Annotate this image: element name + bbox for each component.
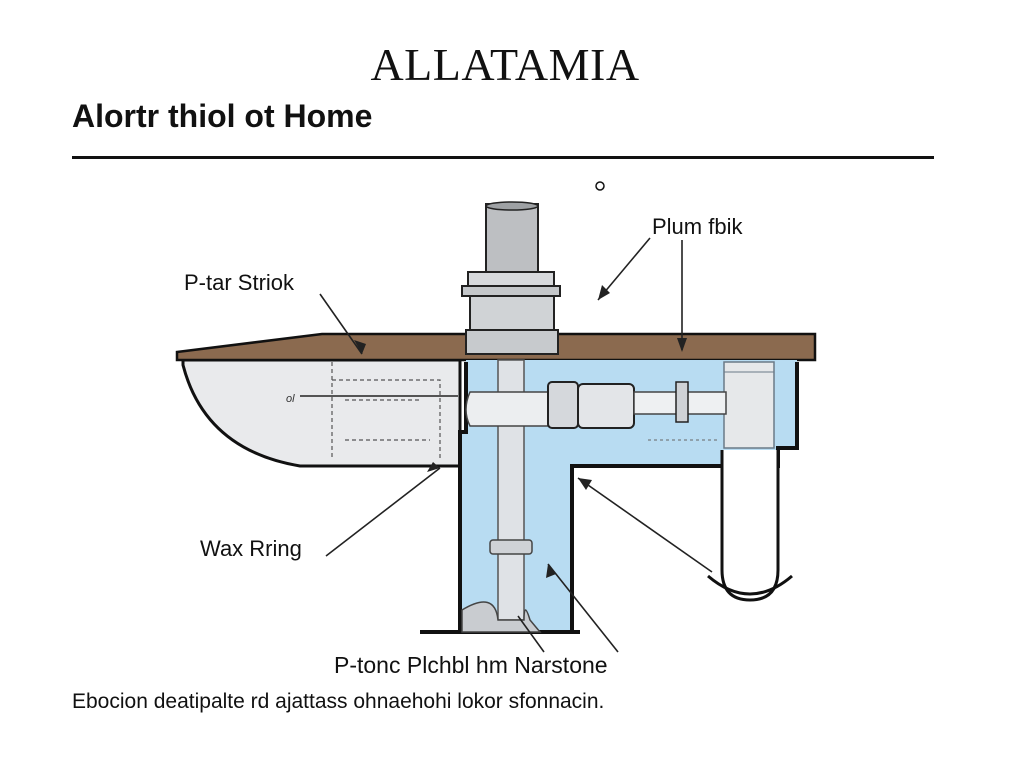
horizontal-drain-pipe [465, 391, 549, 427]
right-vertical-pipe [723, 361, 775, 449]
pipe-coupler [577, 383, 635, 429]
vent-base [465, 329, 559, 355]
label-small-mark: ol [286, 393, 295, 405]
slip-nut [547, 381, 579, 429]
water-cavity [462, 360, 797, 632]
title-divider [72, 156, 934, 159]
diagram-caption: Ebocion deatipalte rd ajattass ohnaehohi… [72, 690, 605, 713]
u-trap [720, 450, 780, 602]
sink-basin [181, 358, 462, 468]
basin-dashed-outline [331, 362, 441, 460]
label-plumb-fbik: Plum fbik [652, 214, 743, 239]
page-subtitle: Alortr thiol ot Home [72, 98, 373, 134]
arrowheads [354, 285, 687, 578]
page-title: ALLATAMIA [370, 39, 640, 90]
label-p-tonc: P-tonc Plchbl hm Narstone [334, 652, 608, 678]
small-circle-mark [595, 181, 605, 191]
vent-pipe [485, 203, 539, 275]
vent-collar [467, 271, 555, 287]
trap-bend [461, 601, 542, 633]
vent-flange [461, 285, 561, 297]
leader-lines [300, 237, 713, 653]
tailpiece-nut [675, 381, 689, 423]
standpipe-coupling [489, 539, 533, 555]
vent-body [469, 295, 555, 333]
label-p-tar-striok: P-tar Striok [184, 270, 295, 295]
label-wax-ring: Wax Rring [200, 536, 302, 561]
